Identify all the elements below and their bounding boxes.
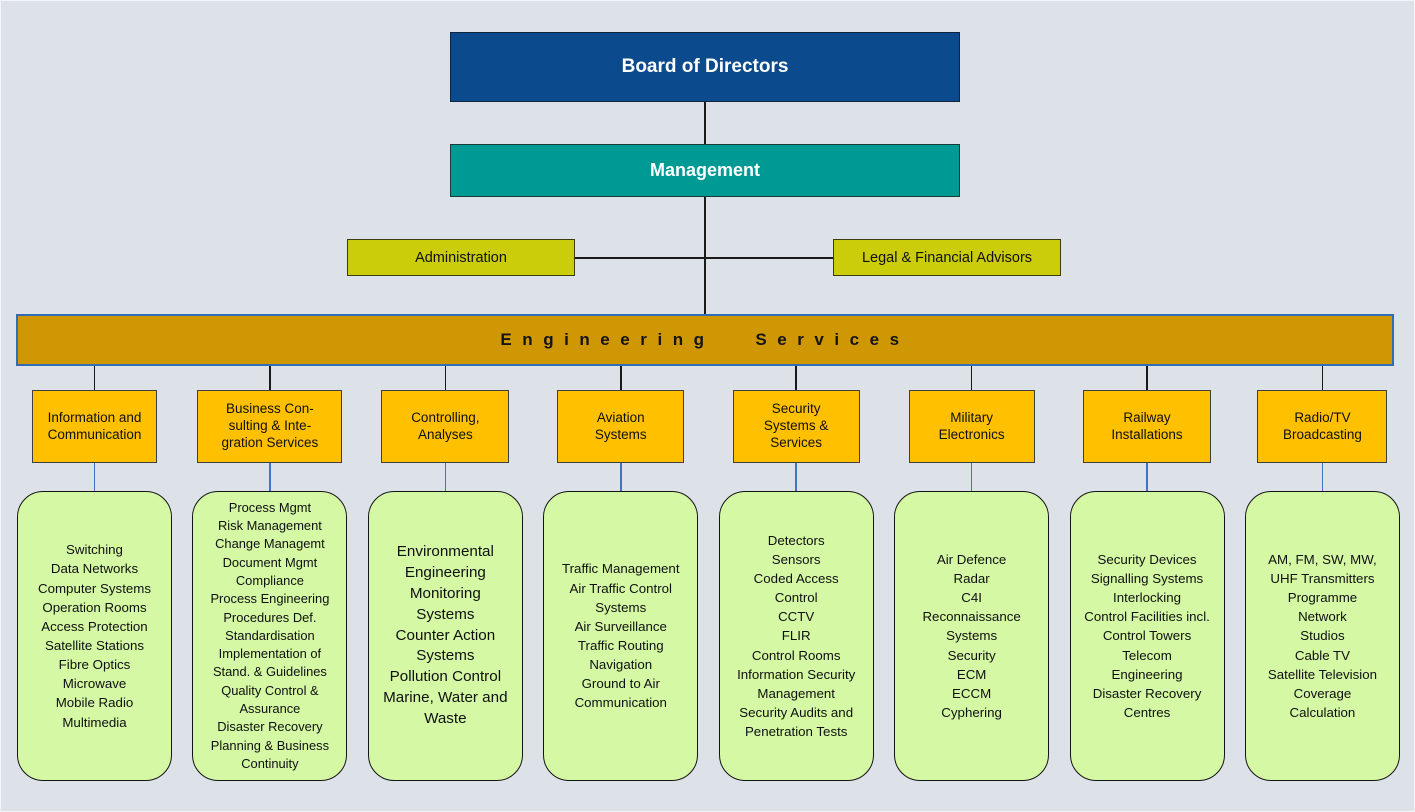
- connector-banner-department: [269, 366, 271, 390]
- connector-department-detail: [444, 463, 447, 491]
- department-box: Information and Communication: [32, 390, 157, 463]
- column-aviation-systems: Aviation Systems Traffic Management Air …: [543, 366, 699, 781]
- detail-box: Traffic Management Air Traffic Control S…: [543, 491, 699, 781]
- detail-box: Environmental Engineering Monitoring Sys…: [367, 491, 523, 781]
- department-box: Radio/TV Broadcasting: [1257, 390, 1388, 463]
- column-controlling-analyses: Controlling, Analyses Environmental Engi…: [367, 366, 523, 781]
- connector-banner-department: [93, 366, 96, 390]
- column-information-and-communication: Information and Communication Switching …: [17, 366, 172, 781]
- management-box: Management: [450, 144, 960, 197]
- connector-administration-legal: [575, 257, 833, 259]
- column-railway-installations: Railway Installations Security Devices S…: [1069, 366, 1225, 781]
- department-box: Security Systems & Services: [732, 390, 860, 463]
- detail-box: Switching Data Networks Computer Systems…: [17, 491, 172, 781]
- connector-board-management: [704, 102, 706, 144]
- department-box: Business Con- sulting & Inte- gration Se…: [197, 390, 343, 463]
- administration-box: Administration: [347, 239, 575, 276]
- detail-box: Security Devices Signalling Systems Inte…: [1069, 491, 1225, 781]
- detail-box: AM, FM, SW, MW, UHF Transmitters Program…: [1244, 491, 1400, 781]
- connector-department-detail: [620, 463, 622, 491]
- connector-department-detail: [269, 463, 271, 491]
- department-columns: Information and Communication Switching …: [1, 366, 1414, 781]
- connector-banner-department: [620, 366, 622, 390]
- connector-banner-department: [1146, 366, 1148, 390]
- connector-banner-department: [970, 366, 973, 390]
- department-box: Military Electronics: [908, 390, 1035, 463]
- department-box: Railway Installations: [1083, 390, 1212, 463]
- connector-banner-department: [444, 366, 447, 390]
- column-radio-tv-broadcasting: Radio/TV Broadcasting AM, FM, SW, MW, UH…: [1244, 366, 1400, 781]
- connector-management-engineering: [704, 197, 706, 314]
- detail-box: Process Mgmt Risk Management Change Mana…: [192, 491, 348, 781]
- column-security-systems-services: Security Systems & Services Detectors Se…: [718, 366, 874, 781]
- connector-department-detail: [795, 463, 797, 491]
- connector-banner-department: [1321, 366, 1324, 390]
- column-military-electronics: Military Electronics Air Defence Radar C…: [894, 366, 1050, 781]
- connector-banner-department: [795, 366, 797, 390]
- department-box: Controlling, Analyses: [381, 390, 510, 463]
- connector-department-detail: [1146, 463, 1148, 491]
- board-of-directors-box: Board of Directors: [450, 32, 960, 102]
- connector-department-detail: [93, 463, 96, 491]
- legal-financial-advisors-box: Legal & Financial Advisors: [833, 239, 1061, 276]
- department-box: Aviation Systems: [557, 390, 685, 463]
- detail-box: Detectors Sensors Coded Access Control C…: [718, 491, 874, 781]
- engineering-services-banner: Engineering Services: [16, 314, 1394, 366]
- column-business-consulting: Business Con- sulting & Inte- gration Se…: [192, 366, 348, 781]
- connector-department-detail: [970, 463, 973, 491]
- connector-department-detail: [1321, 463, 1324, 491]
- detail-box: Air Defence Radar C4I Reconnaissance Sys…: [894, 491, 1050, 781]
